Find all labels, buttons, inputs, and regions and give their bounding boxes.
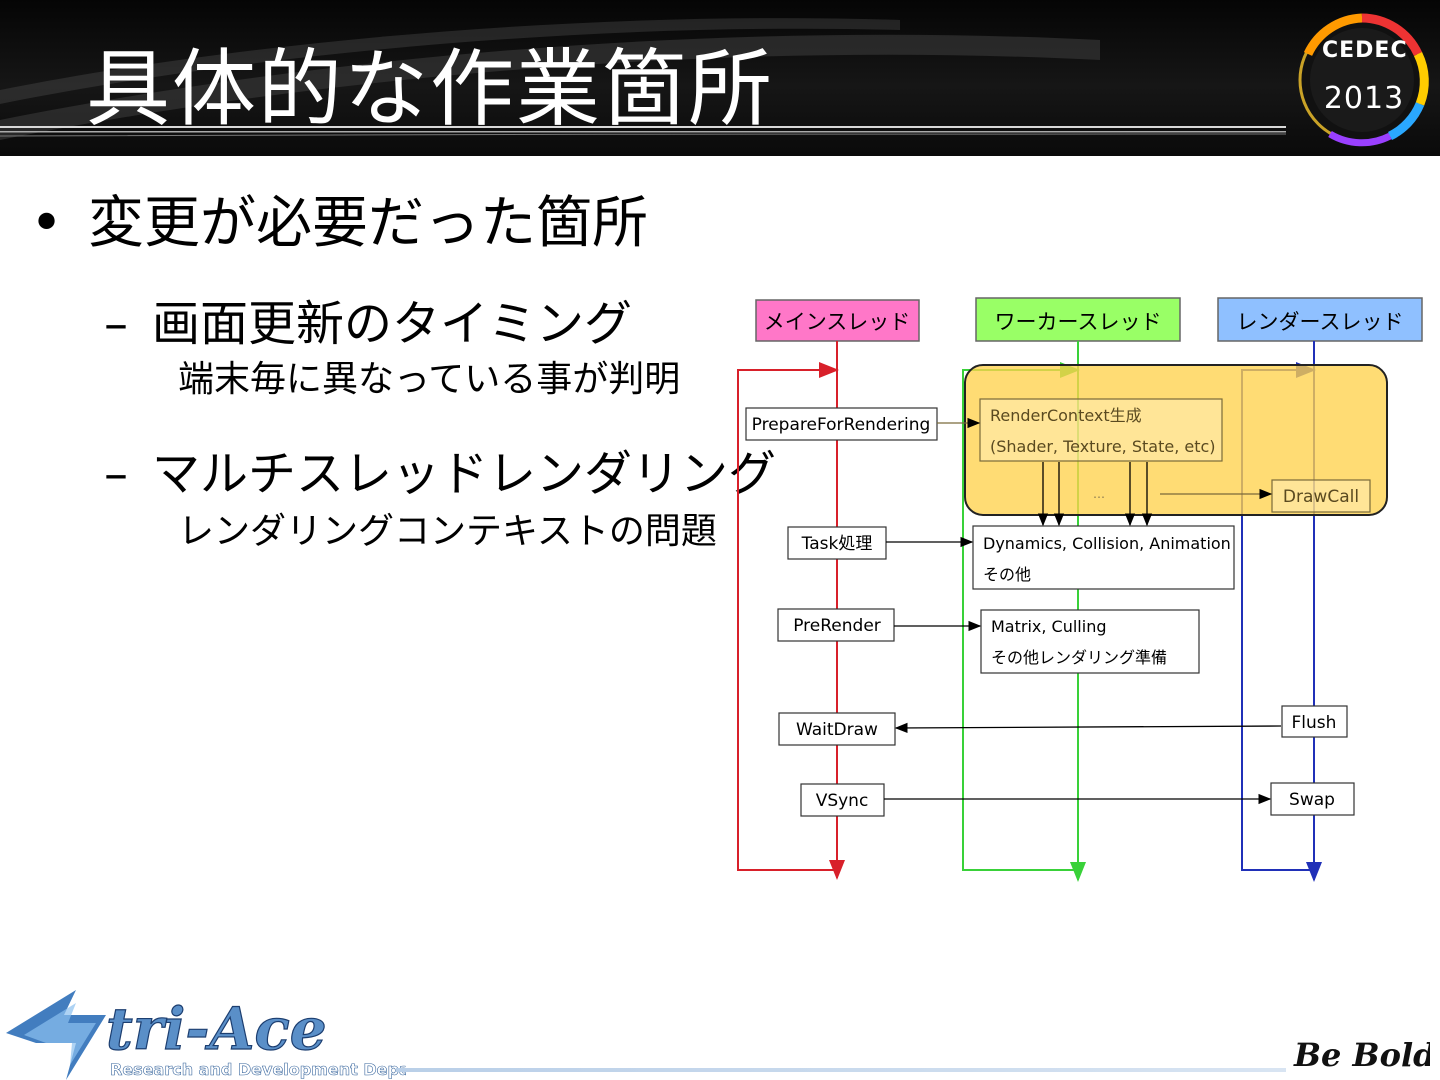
thread-sequence-diagram: メインスレッド ワーカースレッド レンダースレッド PrepareForRend… xyxy=(737,297,1423,882)
highlight-region xyxy=(964,364,1388,516)
cedec-logo-text: CEDEC 2013 xyxy=(1322,38,1408,116)
svg-text:Matrix, Culling: Matrix, Culling xyxy=(991,617,1107,636)
department-name: Research and Development Department xyxy=(110,1060,406,1079)
render-box-swap: Swap xyxy=(1270,782,1355,816)
cedec-name: CEDEC xyxy=(1322,38,1408,63)
bullet1-text: 変更が必要だった箇所 xyxy=(88,191,648,256)
svg-text:Flush: Flush xyxy=(1292,713,1337,733)
cedec-2013-logo xyxy=(1298,13,1429,147)
svg-text:(Shader, Texture, State, etc): (Shader, Texture, State, etc) xyxy=(990,437,1216,456)
worker-box-matrix: Matrix, Culling その他レンダリング準備 xyxy=(980,609,1200,674)
sub2-detail: レンダリングコンテキストの問題 xyxy=(178,511,717,552)
main-box-vsync: VSync xyxy=(800,783,885,817)
sequence-arrows xyxy=(884,417,1282,805)
main-box-waitdraw: WaitDraw xyxy=(778,712,896,746)
worker-box-rendercontext: RenderContext生成 (Shader, Texture, State,… xyxy=(979,398,1223,462)
cedec-year: 2013 xyxy=(1323,81,1405,116)
svg-text:Swap: Swap xyxy=(1289,790,1335,810)
tri-ace-logo: tri-Ace Research and Development Departm… xyxy=(6,990,406,1080)
worker-box-dynamics: Dynamics, Collision, Animation その他 xyxy=(972,525,1235,590)
company-name: tri-Ace xyxy=(106,995,327,1063)
sub-bullet-1: –画面更新のタイミング xyxy=(104,284,632,354)
svg-text:WaitDraw: WaitDraw xyxy=(796,720,878,740)
lane-label-worker: ワーカースレッド xyxy=(995,310,1162,334)
sub1-detail: 端末毎に異なっている事が判明 xyxy=(178,359,681,400)
svg-text:PreRender: PreRender xyxy=(793,616,881,636)
svg-text:Task処理: Task処理 xyxy=(801,534,873,554)
sub-bullet-2: –マルチスレッドレンダリング xyxy=(104,434,776,504)
slogan-text: Be Bold! xyxy=(1293,1036,1430,1074)
sub2-heading: マルチスレッドレンダリング xyxy=(152,446,777,502)
svg-text:Dynamics, Collision, Animation: Dynamics, Collision, Animation xyxy=(983,534,1231,553)
svg-text:PrepareForRendering: PrepareForRendering xyxy=(752,415,931,435)
sub-bullet-dash: – xyxy=(104,296,128,352)
svg-text:その他レンダリング準備: その他レンダリング準備 xyxy=(991,648,1167,667)
bullet-level1: • 変更が必要だった箇所 xyxy=(30,178,648,259)
worker-ellipsis: … xyxy=(1093,487,1105,501)
lane-header-render xyxy=(1217,297,1423,342)
main-box-task: Task処理 xyxy=(787,526,887,560)
slide-title: 具体的な作業箇所 xyxy=(86,40,775,138)
be-bold-logo: Be Bold! xyxy=(1293,1036,1430,1074)
footer-divider xyxy=(396,1068,1286,1072)
header-swoosh-decoration xyxy=(0,18,1287,140)
svg-text:VSync: VSync xyxy=(816,791,869,811)
render-box-drawcall: DrawCall xyxy=(1271,479,1371,513)
lane-label-main: メインスレッド xyxy=(764,310,911,334)
svg-text:その他: その他 xyxy=(983,565,1031,584)
sub1-heading: 画面更新のタイミング xyxy=(152,296,633,352)
svg-text:RenderContext生成: RenderContext生成 xyxy=(990,406,1142,425)
slide-header: 具体的な作業箇所 xyxy=(0,0,1440,156)
render-box-flush: Flush xyxy=(1281,705,1348,738)
main-box-prepare: PrepareForRendering xyxy=(745,407,938,441)
main-box-prerender: PreRender xyxy=(777,608,895,642)
lane-label-render: レンダースレッド xyxy=(1237,310,1404,334)
svg-text:DrawCall: DrawCall xyxy=(1283,487,1359,507)
bullet-dot: • xyxy=(30,191,64,256)
sub-bullet-dash: – xyxy=(104,446,128,502)
